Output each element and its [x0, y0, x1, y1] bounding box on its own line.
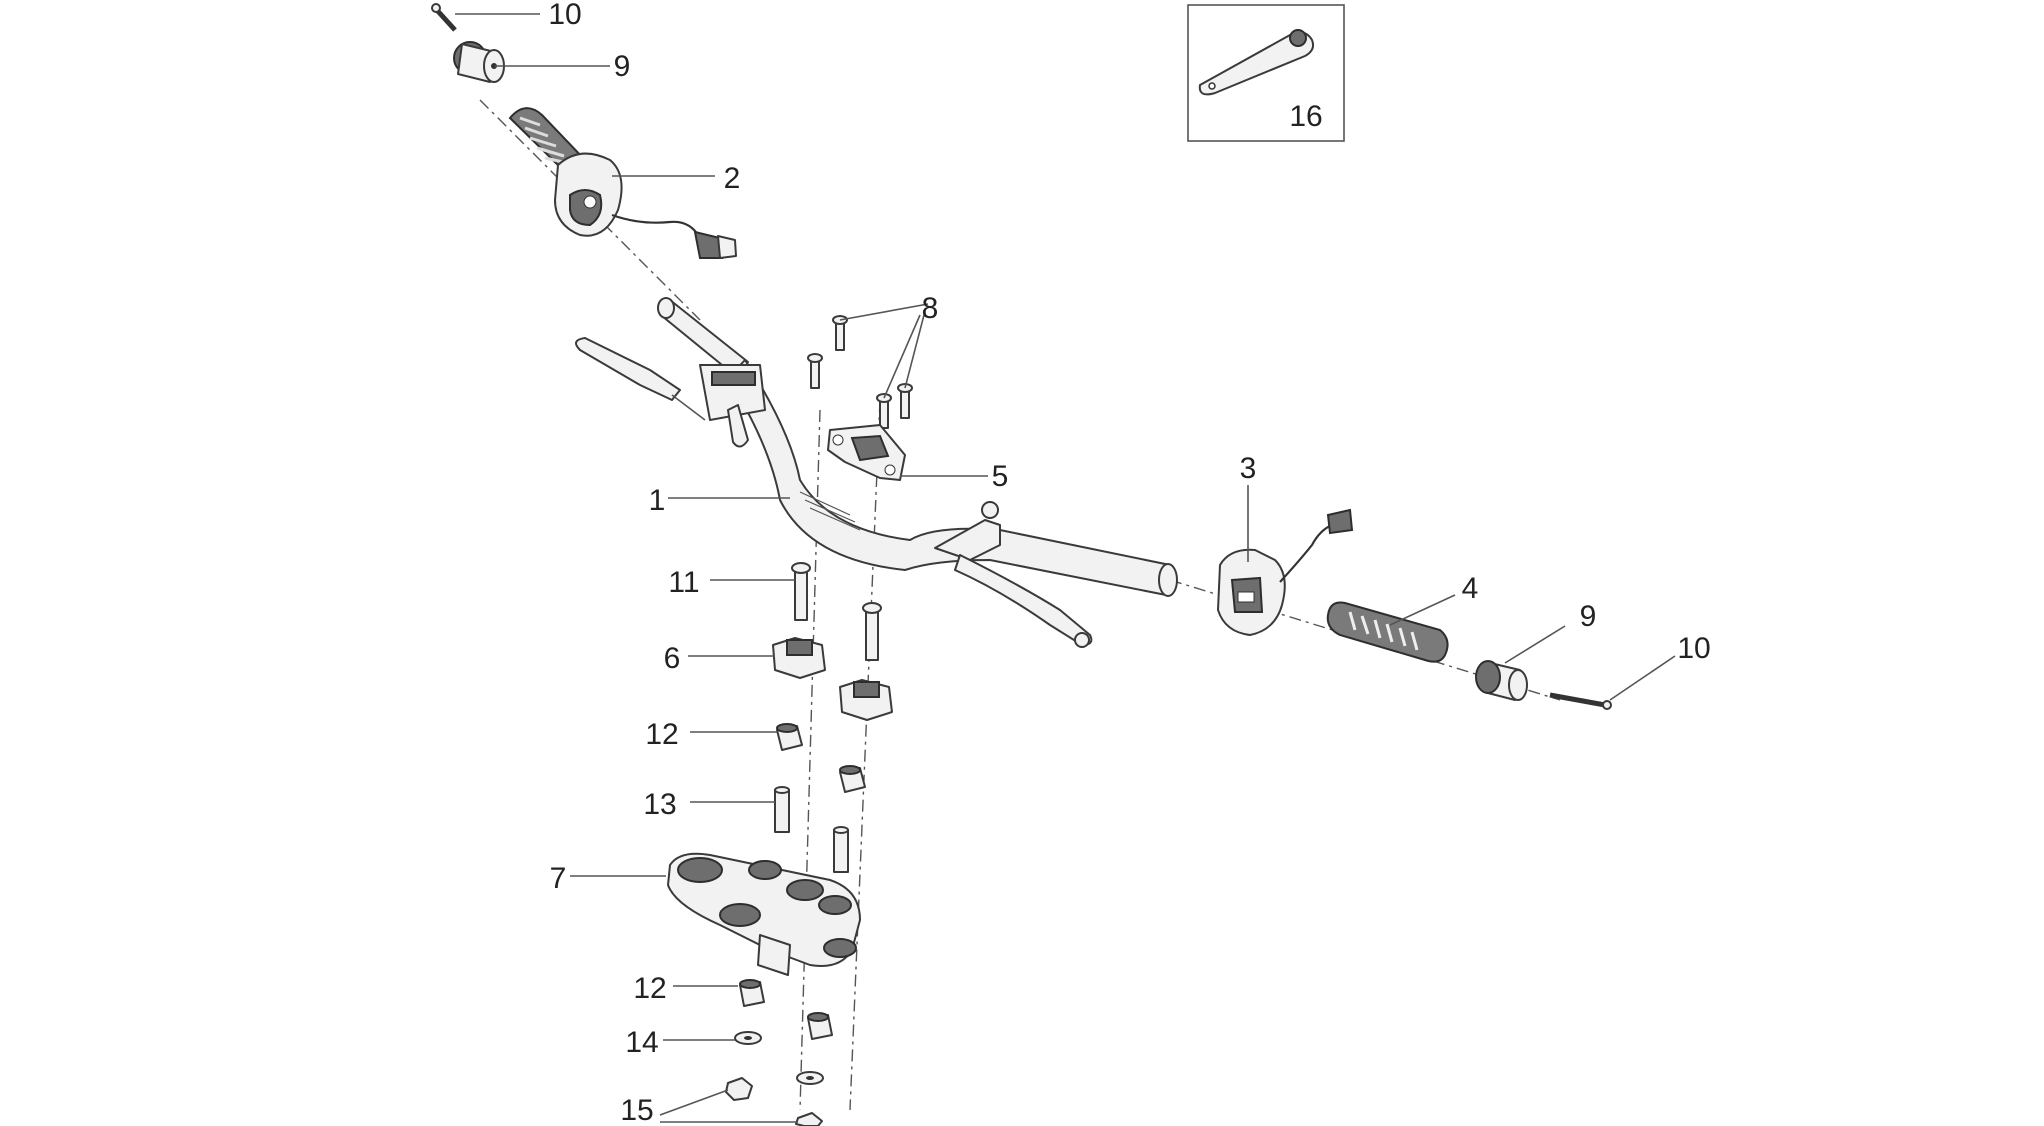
callout-10-right: 10 — [1677, 632, 1710, 665]
callout-7: 7 — [550, 862, 567, 895]
callout-9-left: 9 — [614, 50, 631, 83]
part-6-handlebar-risers — [772, 637, 893, 721]
part-7-top-yoke — [667, 852, 861, 976]
callout-11: 11 — [668, 566, 699, 599]
part-1-handlebar — [657, 297, 1178, 597]
part-14-washers — [734, 1031, 824, 1085]
right-brake-lever-assembly — [934, 501, 1093, 648]
part-5-upper-clamp — [827, 424, 906, 481]
callout-16: 16 — [1289, 100, 1322, 133]
callout-8: 8 — [922, 292, 939, 325]
callout-15: 15 — [620, 1094, 653, 1126]
part-8-clamp-screws — [807, 315, 913, 429]
callout-4: 4 — [1462, 572, 1479, 605]
part-9-bar-end-weight-left — [453, 41, 505, 83]
callout-2: 2 — [724, 162, 741, 195]
part-10-bar-end-screw-left — [431, 3, 457, 32]
callout-3: 3 — [1240, 452, 1257, 485]
part-11-riser-bolts — [791, 562, 882, 661]
callout-1: 1 — [649, 484, 666, 517]
callout-14: 14 — [625, 1026, 658, 1059]
part-9-bar-end-weight-right — [1475, 660, 1528, 701]
callout-10-left: 10 — [548, 0, 581, 31]
callout-6: 6 — [664, 642, 681, 675]
part-15-nuts — [725, 1077, 823, 1126]
leader-lines — [455, 13, 1676, 1123]
part-12-lower-bushings — [739, 979, 833, 1040]
callout-9-right: 9 — [1580, 600, 1597, 633]
part-12-upper-bushings — [776, 723, 866, 793]
callout-labels: 10 9 2 16 8 5 1 3 4 9 10 11 6 12 13 7 12… — [548, 0, 1710, 1126]
callout-13: 13 — [643, 788, 676, 821]
part-2-left-switch-grip — [508, 107, 737, 259]
part-3-right-switch — [1217, 508, 1354, 636]
callout-5: 5 — [992, 460, 1009, 493]
callout-12-upper: 12 — [645, 718, 678, 751]
callout-12-lower: 12 — [633, 972, 666, 1005]
left-clutch-lever-assembly — [575, 337, 766, 448]
part-10-bar-end-screw-right — [1549, 692, 1612, 710]
part-4-right-grip — [1326, 601, 1449, 663]
part-13-spacers — [774, 786, 849, 873]
inset-box-part-16 — [1187, 4, 1345, 142]
